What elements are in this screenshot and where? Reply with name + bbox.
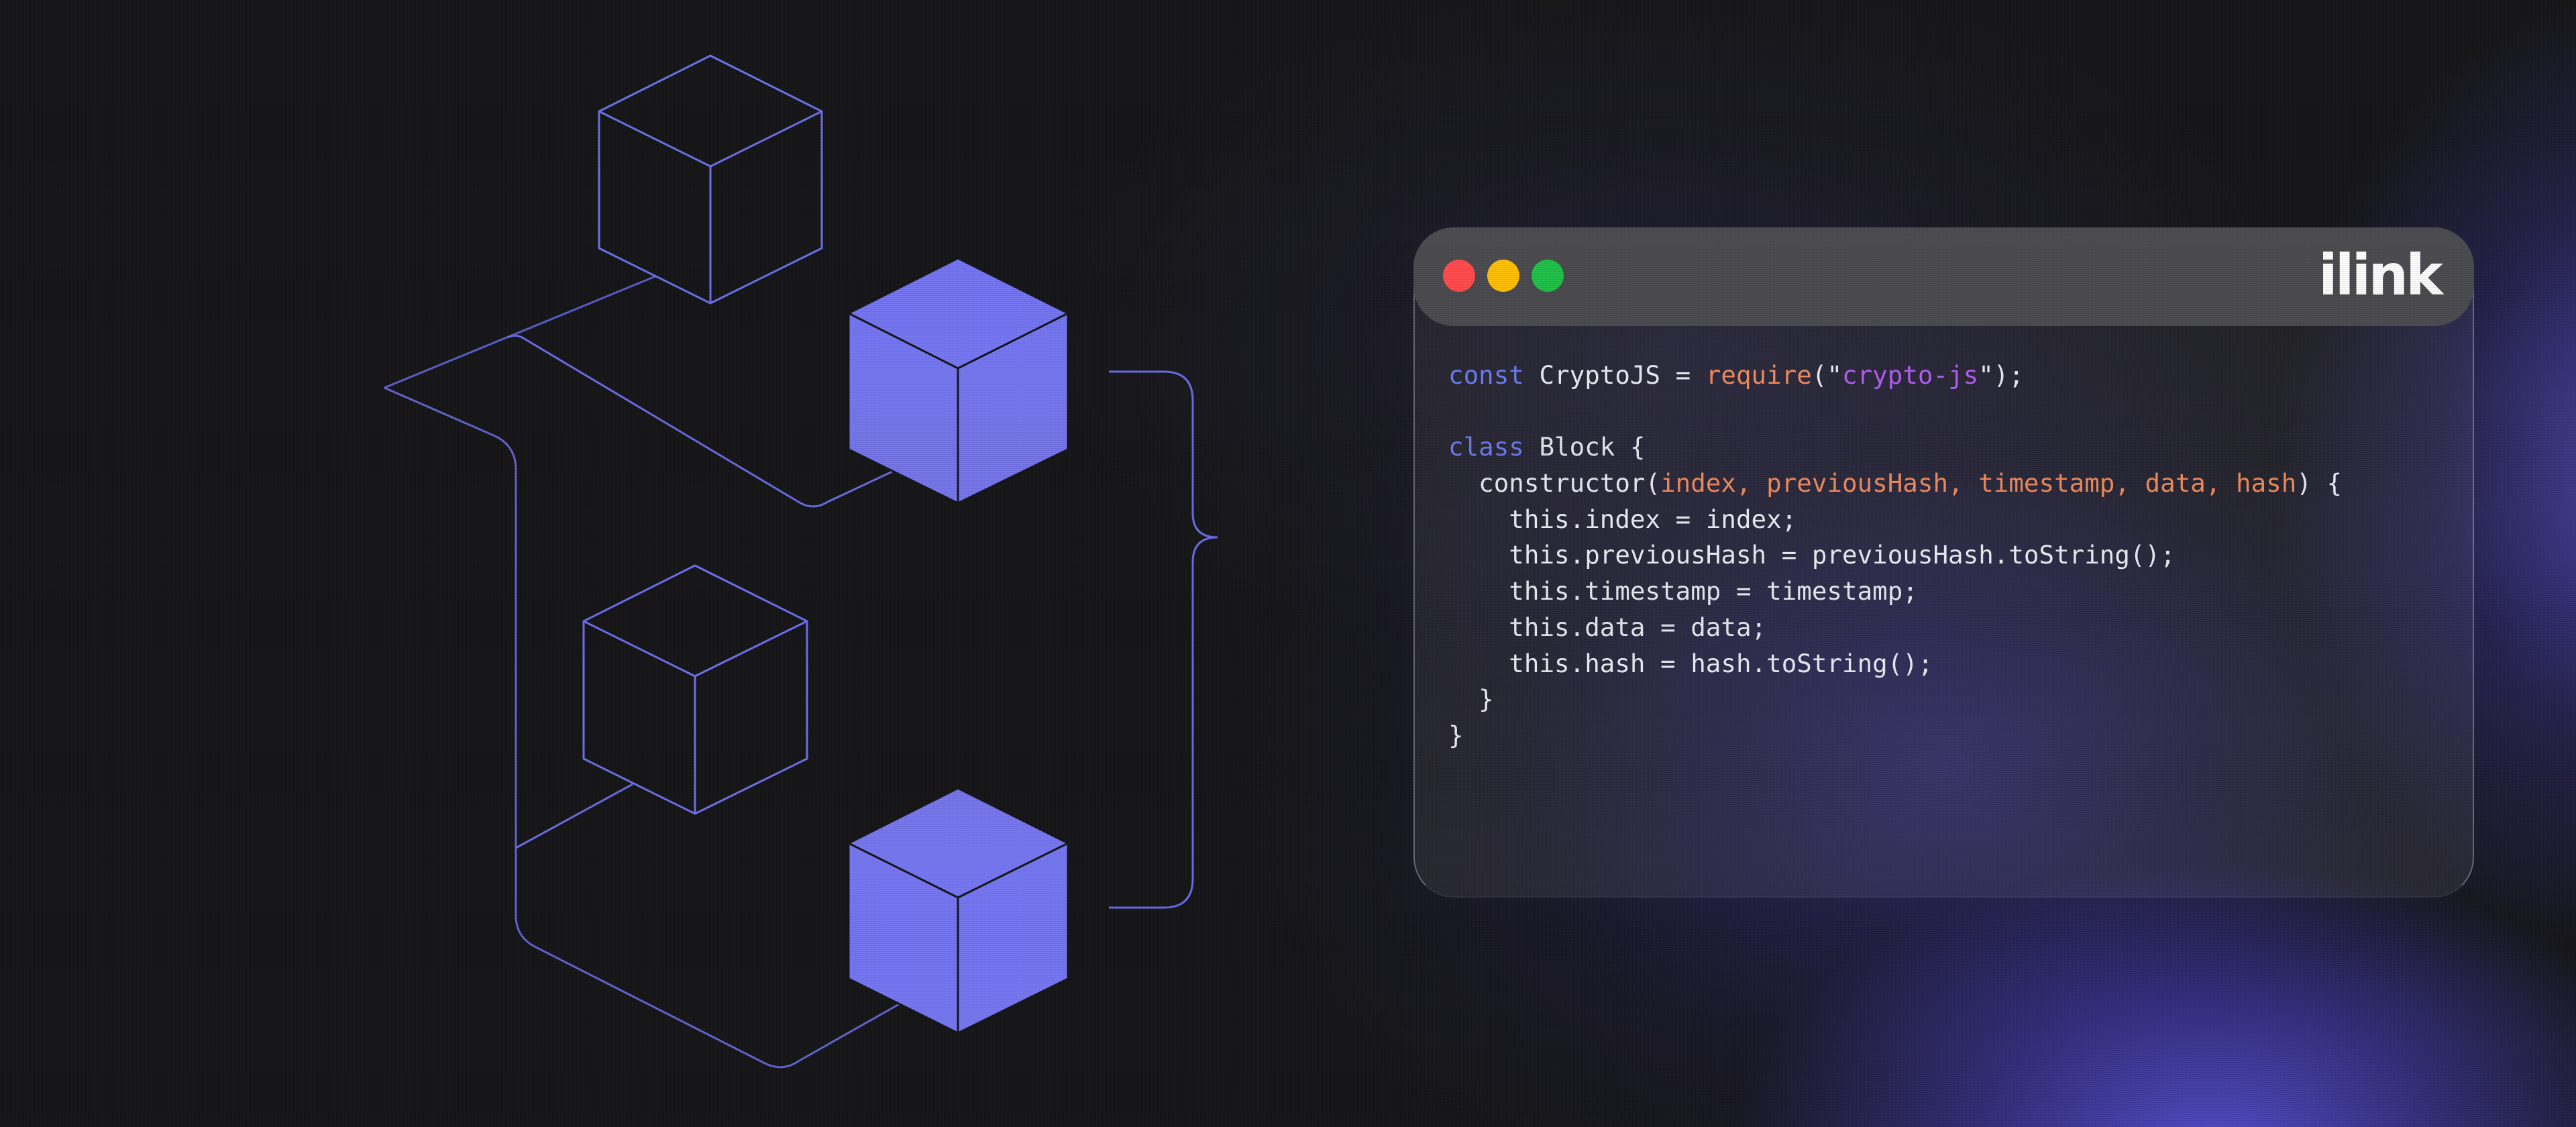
close-dot-icon[interactable] [1443, 260, 1475, 292]
code-token: require [1705, 360, 1812, 390]
block-1-cube-icon [598, 54, 823, 305]
code-block: const CryptoJS = require("crypto-js"); c… [1448, 358, 2342, 754]
ilink-logo: ilink [2318, 242, 2443, 308]
code-line: this.data = data; [1448, 610, 2342, 646]
code-token: } [1448, 684, 1494, 714]
code-token: (" [1811, 360, 1843, 390]
code-line: this.timestamp = timestamp; [1448, 574, 2342, 610]
code-token: this.data = data; [1448, 612, 1767, 642]
bracket-connector [1109, 370, 1362, 909]
code-token: crypto-js [1842, 360, 1979, 390]
trunk-line [384, 386, 900, 1069]
block-2-cube-icon [847, 257, 1069, 504]
code-line: this.index = index; [1448, 502, 2342, 538]
code-line: const CryptoJS = require("crypto-js"); [1448, 358, 2342, 394]
code-line: } [1448, 682, 2342, 718]
code-token: class [1448, 432, 1524, 462]
code-token: } [1448, 720, 1464, 750]
code-line: } [1448, 718, 2342, 754]
code-token: this.previousHash = previousHash.toStrin… [1448, 540, 2176, 570]
code-token: this.hash = hash.toString(); [1448, 648, 1933, 678]
block-3-cube-icon [582, 564, 808, 815]
code-window: ilink const CryptoJS = require("crypto-j… [1413, 227, 2474, 898]
window-titlebar: ilink [1413, 227, 2474, 326]
code-token: const [1448, 360, 1524, 390]
code-line: this.hash = hash.toString(); [1448, 646, 2342, 682]
code-line [1448, 394, 2342, 430]
code-token: index, previousHash, timestamp, data, ha… [1660, 468, 2297, 498]
connector-lines-left [174, 275, 900, 1069]
branch-to-block-3 [515, 783, 633, 849]
code-token: "); [1978, 360, 2024, 390]
branch-to-block-1 [384, 275, 656, 389]
code-line: constructor(index, previousHash, timesta… [1448, 466, 2342, 502]
code-line: this.previousHash = previousHash.toStrin… [1448, 537, 2342, 574]
block-4-cube-icon [847, 787, 1069, 1034]
code-token: Block { [1523, 432, 1646, 462]
maximize-dot-icon[interactable] [1532, 260, 1564, 292]
code-token: this.index = index; [1448, 504, 1797, 534]
code-token: constructor( [1448, 468, 1661, 498]
code-token: ) { [2296, 468, 2343, 498]
branch-to-block-2 [507, 334, 893, 508]
code-token: CryptoJS = [1523, 360, 1706, 390]
code-line: class Block { [1448, 429, 2342, 466]
code-token: this.timestamp = timestamp; [1448, 576, 1918, 606]
minimize-dot-icon[interactable] [1487, 260, 1519, 292]
